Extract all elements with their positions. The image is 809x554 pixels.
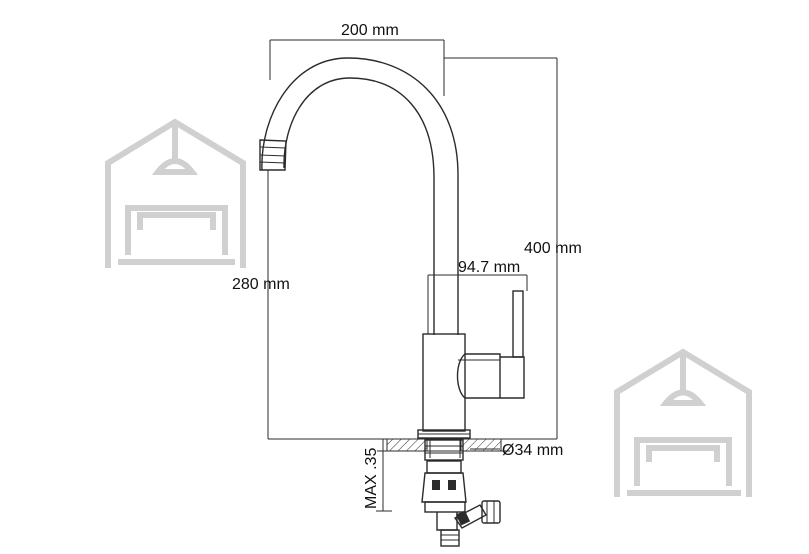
label-hole-diameter: Ø34 mm [502, 442, 563, 459]
label-spout-height: 280 mm [232, 276, 290, 293]
label-max-counter: MAX .35 [363, 448, 380, 509]
watermark-logo-right [614, 348, 752, 497]
countertop-section [377, 438, 510, 452]
mounting-assembly [421, 439, 501, 547]
label-total-height: 400 mm [524, 240, 582, 257]
faucet-body [259, 57, 525, 439]
watermark-logo-left [105, 118, 246, 268]
label-handle-offset: 94.7 mm [458, 259, 520, 276]
dimension-lines [267, 39, 558, 512]
label-spout-reach: 200 mm [341, 22, 399, 39]
